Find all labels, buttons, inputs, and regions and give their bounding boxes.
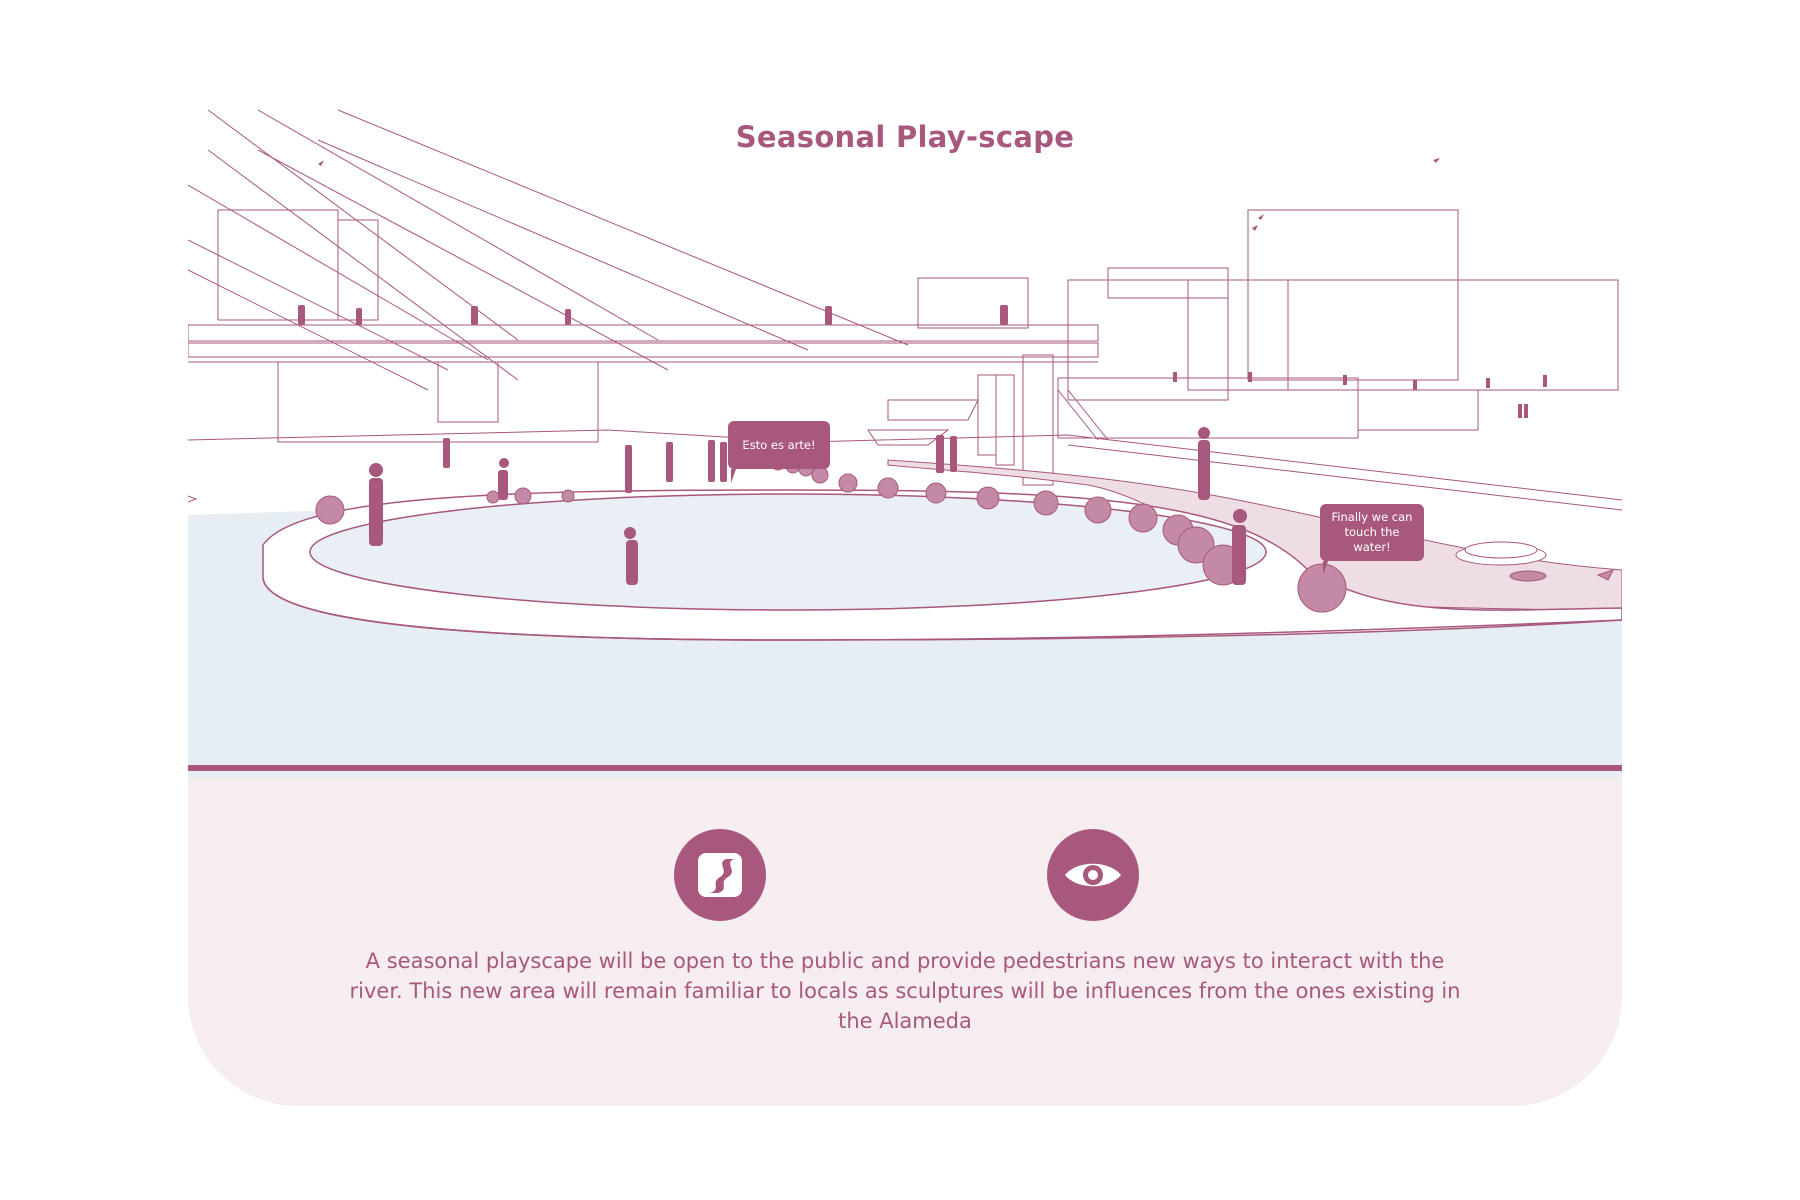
illustration-scene: Seasonal Play-scape Esto es arte! Finall… xyxy=(188,100,1622,778)
section-divider xyxy=(188,765,1622,771)
speech-bubble-water: Finally we can touch the water! xyxy=(1320,504,1424,575)
description-text: A seasonal playscape will be open to the… xyxy=(349,949,1461,1033)
poster-card: Seasonal Play-scape Esto es arte! Finall… xyxy=(188,100,1622,1106)
eye-icon xyxy=(1047,829,1139,921)
river-icon xyxy=(674,829,766,921)
page-title: Seasonal Play-scape xyxy=(735,120,1075,154)
speech-bubble-art: Esto es arte! xyxy=(728,421,830,483)
